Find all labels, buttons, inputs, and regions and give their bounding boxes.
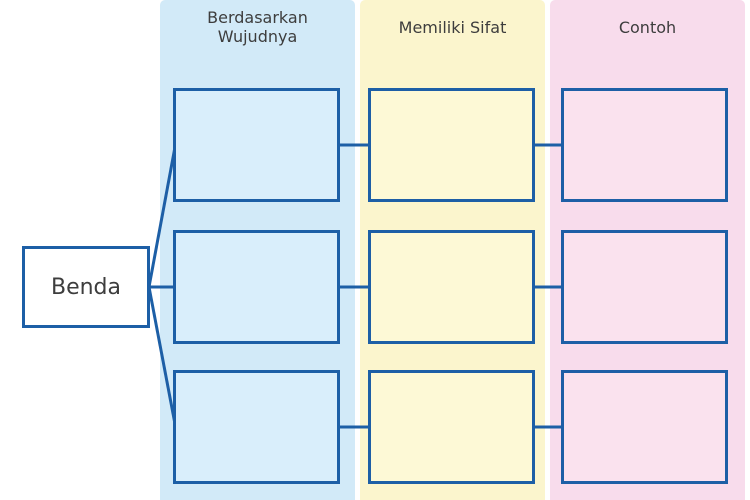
answer-box-sifat-row2[interactable]	[368, 230, 535, 344]
answer-box-wujud-row2[interactable]	[173, 230, 340, 344]
column-header-memiliki-sifat: Memiliki Sifat	[398, 17, 507, 37]
root-node-label: Benda	[50, 274, 122, 300]
answer-box-contoh-row3[interactable]	[561, 370, 728, 484]
root-node-benda: Benda	[22, 246, 150, 328]
answer-box-sifat-row3[interactable]	[368, 370, 535, 484]
answer-box-wujud-row3[interactable]	[173, 370, 340, 484]
answer-box-sifat-row1[interactable]	[368, 88, 535, 202]
answer-box-wujud-row1[interactable]	[173, 88, 340, 202]
column-header-berdasarkan-wujudnya: Berdasarkan Wujudnya	[207, 8, 308, 46]
answer-box-contoh-row2[interactable]	[561, 230, 728, 344]
column-header-contoh: Contoh	[618, 17, 677, 37]
answer-box-contoh-row1[interactable]	[561, 88, 728, 202]
